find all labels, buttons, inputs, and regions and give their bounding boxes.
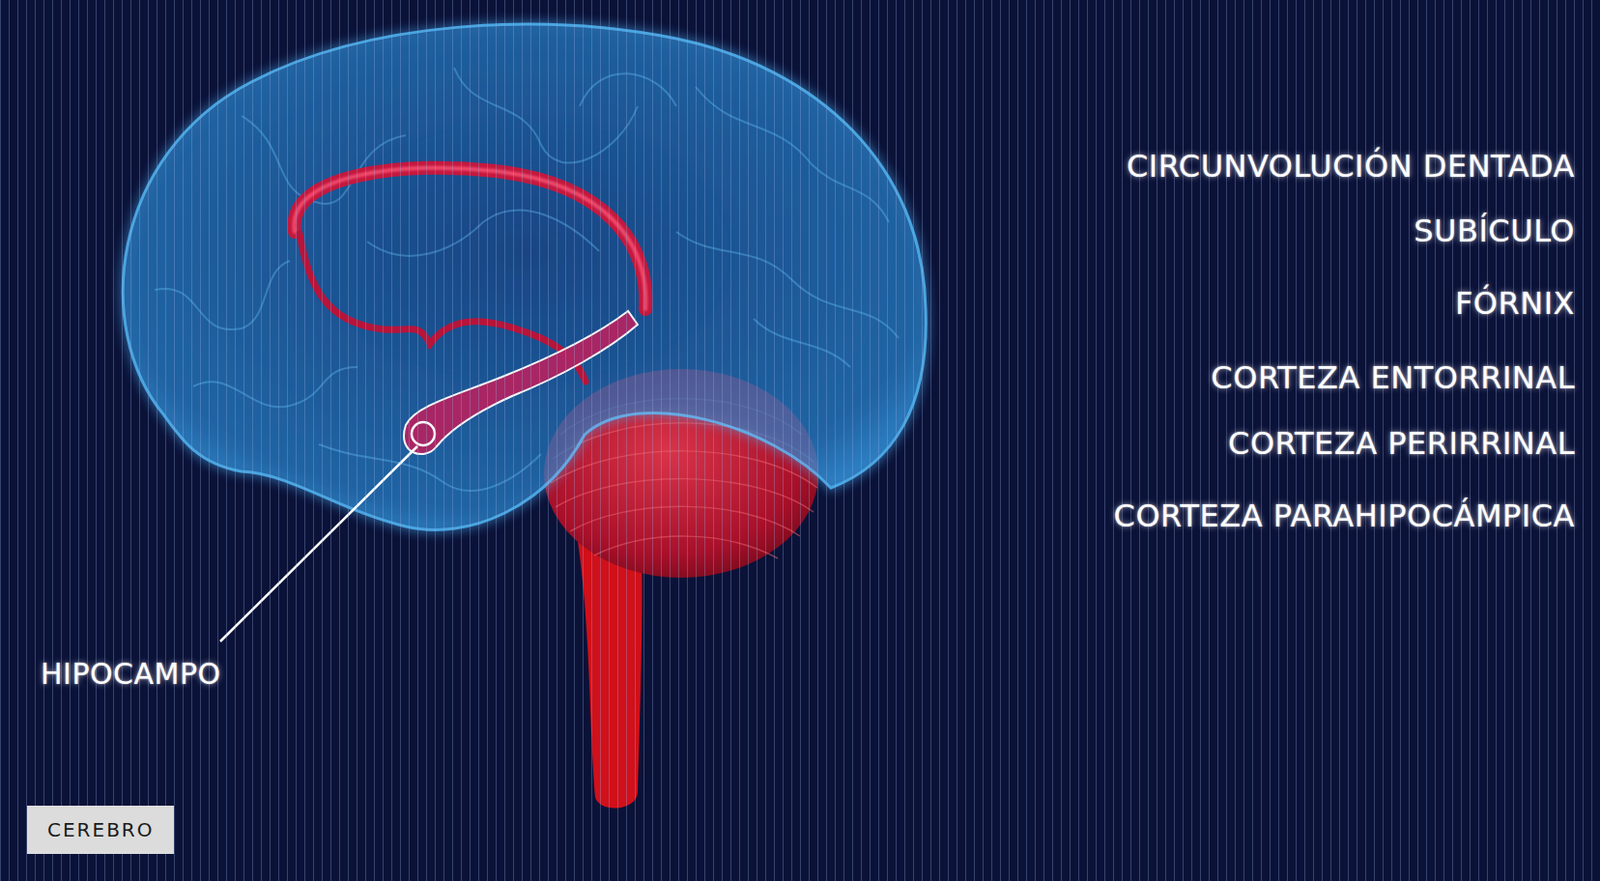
region-label: CORTEZA PERIRRINAL bbox=[1228, 425, 1575, 462]
section-tag: CEREBRO bbox=[27, 805, 174, 855]
region-label: CORTEZA PARAHIPOCÁMPICA bbox=[1114, 497, 1575, 535]
region-label: FÓRNIX bbox=[1455, 285, 1575, 322]
region-label: CIRCUNVOLUCIÓN DENTADA bbox=[1126, 147, 1575, 185]
region-label: CORTEZA ENTORRINAL bbox=[1210, 359, 1575, 397]
region-label: SUBÍCULO bbox=[1413, 212, 1575, 250]
tag-text: CEREBRO bbox=[47, 818, 174, 842]
callout-label: HIPOCAMPO bbox=[40, 657, 222, 691]
